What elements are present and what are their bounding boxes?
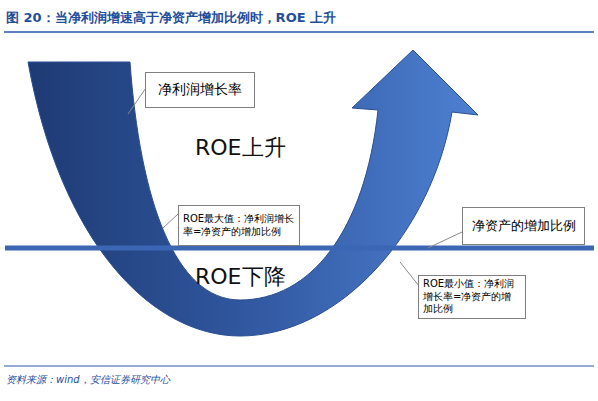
callout-box: ROE最小值：净利润增长率=净资产的增加比例 xyxy=(418,275,526,319)
leader-line xyxy=(400,262,419,286)
callout-box: ROE最大值：净利润增长率=净资产的增加比例 xyxy=(178,205,300,246)
leader-line xyxy=(163,214,178,228)
u-arrow xyxy=(28,50,478,336)
callout-box: 净资产的增加比例 xyxy=(462,207,585,245)
baseline-bar xyxy=(5,246,594,251)
title-rule xyxy=(4,31,594,33)
callout-text: 净利润增长率 xyxy=(146,80,254,100)
callout-text: ROE最大值：净利润增长率=净资产的增加比例 xyxy=(179,212,299,239)
footer-rule xyxy=(4,366,594,367)
callout-box: 净利润增长率 xyxy=(145,72,255,108)
leader-line xyxy=(428,232,462,248)
callout-text: ROE最小值：净利润增长率=净资产的增加比例 xyxy=(419,277,525,317)
callout-text: 净资产的增加比例 xyxy=(463,217,584,235)
region-label: ROE下降 xyxy=(195,262,286,292)
region-label: ROE上升 xyxy=(195,133,286,163)
source-caption: 资料来源：wind，安信证券研究中心 xyxy=(6,373,170,387)
figure-title: 图 20：当净利润增速高于净资产增加比例时，ROE 上升 xyxy=(6,9,336,27)
